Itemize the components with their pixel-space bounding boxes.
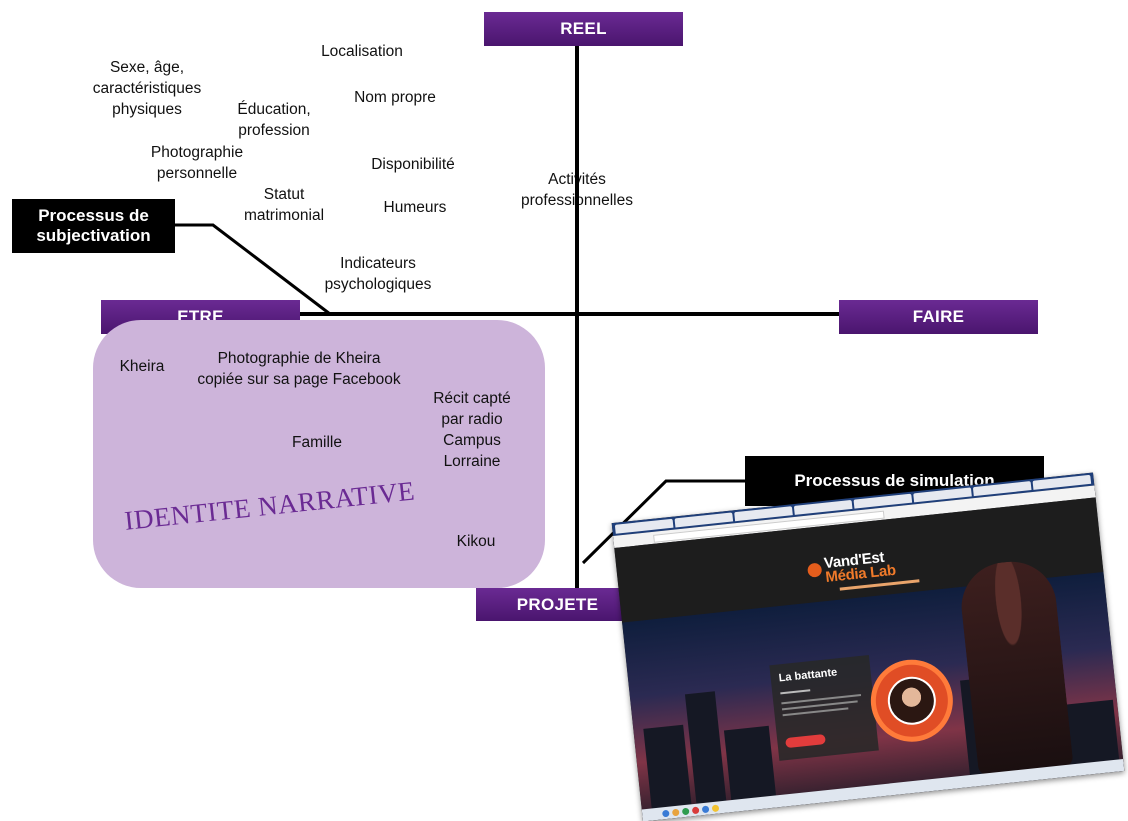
- term-statut: Statut matrimonial: [236, 185, 332, 227]
- term-sexe-line-3: physiques: [112, 100, 182, 118]
- narrative-identity-area: [93, 320, 545, 588]
- term-indicateurs-line-2: psychologiques: [324, 275, 432, 293]
- city-building: [643, 724, 692, 809]
- term-education-line-2: profession: [238, 121, 310, 139]
- term-localisation: Localisation: [321, 43, 403, 60]
- term-sexe-age: Sexe, âge, caractéristiques physiques: [84, 58, 210, 121]
- vertical-axis: [575, 46, 579, 590]
- term-indicateurs: Indicateurs psychologiques: [318, 254, 438, 296]
- term-sexe-line-1: Sexe, âge,: [109, 59, 185, 76]
- term-statut-line-2: matrimonial: [243, 206, 325, 224]
- axis-label-projete: PROJETE: [476, 588, 639, 621]
- city-building: [723, 725, 777, 801]
- simulation-connector: [581, 479, 745, 565]
- profile-card: La battante: [769, 654, 879, 761]
- term-education-line-1: Éducation,: [237, 101, 311, 118]
- subjectivation-process-box: Processus de subjectivation: [12, 199, 175, 253]
- term-recit-line-3: Campus: [443, 431, 501, 449]
- term-kheira: Kheira: [119, 358, 165, 375]
- subjectivation-line-2: subjectivation: [36, 226, 151, 245]
- term-recit-line-1: Récit capté: [433, 390, 511, 407]
- term-recit-line-4: Lorraine: [443, 452, 501, 470]
- bulb-icon: [806, 562, 823, 578]
- taskbar-icon: [691, 806, 700, 814]
- avatar-photo: [885, 674, 939, 728]
- term-photographie-line-1: Photographie: [150, 144, 244, 161]
- taskbar-icon: [671, 808, 680, 816]
- taskbar-icon: [661, 809, 670, 817]
- vertical-axis-overlay: [575, 160, 579, 220]
- term-famille: Famille: [292, 434, 342, 451]
- city-building: [684, 691, 727, 804]
- card-button: [785, 733, 826, 749]
- term-photo-kheira-line-1: Photographie de Kheira: [217, 350, 381, 367]
- subjectivation-connector: [175, 223, 331, 316]
- profile-card-title: La battante: [778, 666, 838, 685]
- term-disponibilite: Disponibilité: [371, 156, 455, 173]
- term-photographie-line-2: personnelle: [156, 164, 238, 182]
- taskbar-icon: [701, 805, 710, 813]
- term-nom-propre: Nom propre: [354, 89, 436, 106]
- term-recit-line-2: par radio: [441, 410, 503, 428]
- term-statut-line-1: Statut: [263, 186, 305, 203]
- term-indicateurs-line-1: Indicateurs: [340, 255, 416, 272]
- card-text-line: [780, 689, 811, 695]
- term-recit: Récit capté par radio Campus Lorraine: [425, 389, 519, 473]
- term-photographie: Photographie personnelle: [144, 143, 250, 185]
- axis-label-reel: REEL: [484, 12, 683, 46]
- horizontal-axis: [300, 312, 840, 316]
- term-education: Éducation, profession: [232, 100, 316, 142]
- term-photo-kheira: Photographie de Kheira copiée sur sa pag…: [186, 349, 412, 391]
- term-kikou: Kikou: [456, 533, 496, 550]
- subjectivation-line-1: Processus de: [38, 206, 149, 226]
- term-humeurs: Humeurs: [383, 199, 447, 216]
- term-sexe-line-2: caractéristiques: [92, 79, 202, 97]
- website-screenshot: Vand'Est Média Lab La battante: [611, 472, 1125, 821]
- site-logo: Vand'Est Média Lab: [823, 549, 897, 586]
- axis-label-faire: FAIRE: [839, 300, 1038, 334]
- term-photo-kheira-line-2: copiée sur sa page Facebook: [197, 370, 401, 388]
